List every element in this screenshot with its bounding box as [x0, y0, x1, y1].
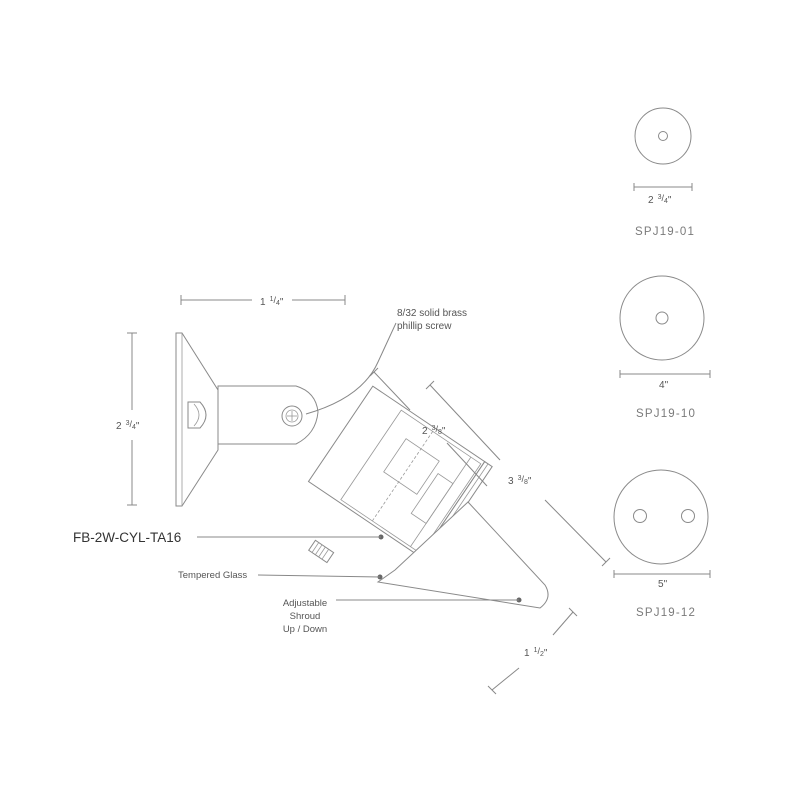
- mount-code: SPJ19-10: [636, 408, 696, 420]
- mount-code: SPJ19-01: [635, 226, 695, 238]
- mount-hole: [658, 131, 668, 141]
- dimension-lines: [127, 295, 611, 695]
- shroud-label-line2: Shroud: [290, 611, 321, 622]
- mount-plate-circle: [613, 469, 709, 565]
- shroud-label-line3: Up / Down: [283, 624, 327, 635]
- mount-bolt: [187, 401, 207, 429]
- model-label: FB-2W-CYL-TA16: [73, 530, 181, 545]
- shroud: [376, 501, 549, 609]
- mount-hole-left: [633, 509, 647, 523]
- screw-callout-line1: 8/32 solid brass: [397, 308, 467, 319]
- fixture-drawing: [175, 332, 549, 609]
- leader-lines: [197, 322, 519, 601]
- mount-spj19-10: 4" SPJ19-10: [619, 275, 711, 420]
- knuckle-arm: [217, 385, 319, 445]
- mount-dimension: 4": [659, 380, 669, 391]
- adjustment-knob: [308, 539, 335, 564]
- mount-dimension: 5": [658, 579, 668, 590]
- mount-hole: [655, 311, 669, 325]
- mount-code: SPJ19-12: [636, 607, 696, 619]
- shroud-label-line1: Adjustable: [283, 598, 327, 609]
- tempered-glass-label: Tempered Glass: [178, 570, 247, 581]
- mount-hole-right: [681, 509, 695, 523]
- screw-callout-line2: phillip screw: [397, 321, 452, 332]
- mount-spj19-12: 5" SPJ19-12: [613, 469, 711, 619]
